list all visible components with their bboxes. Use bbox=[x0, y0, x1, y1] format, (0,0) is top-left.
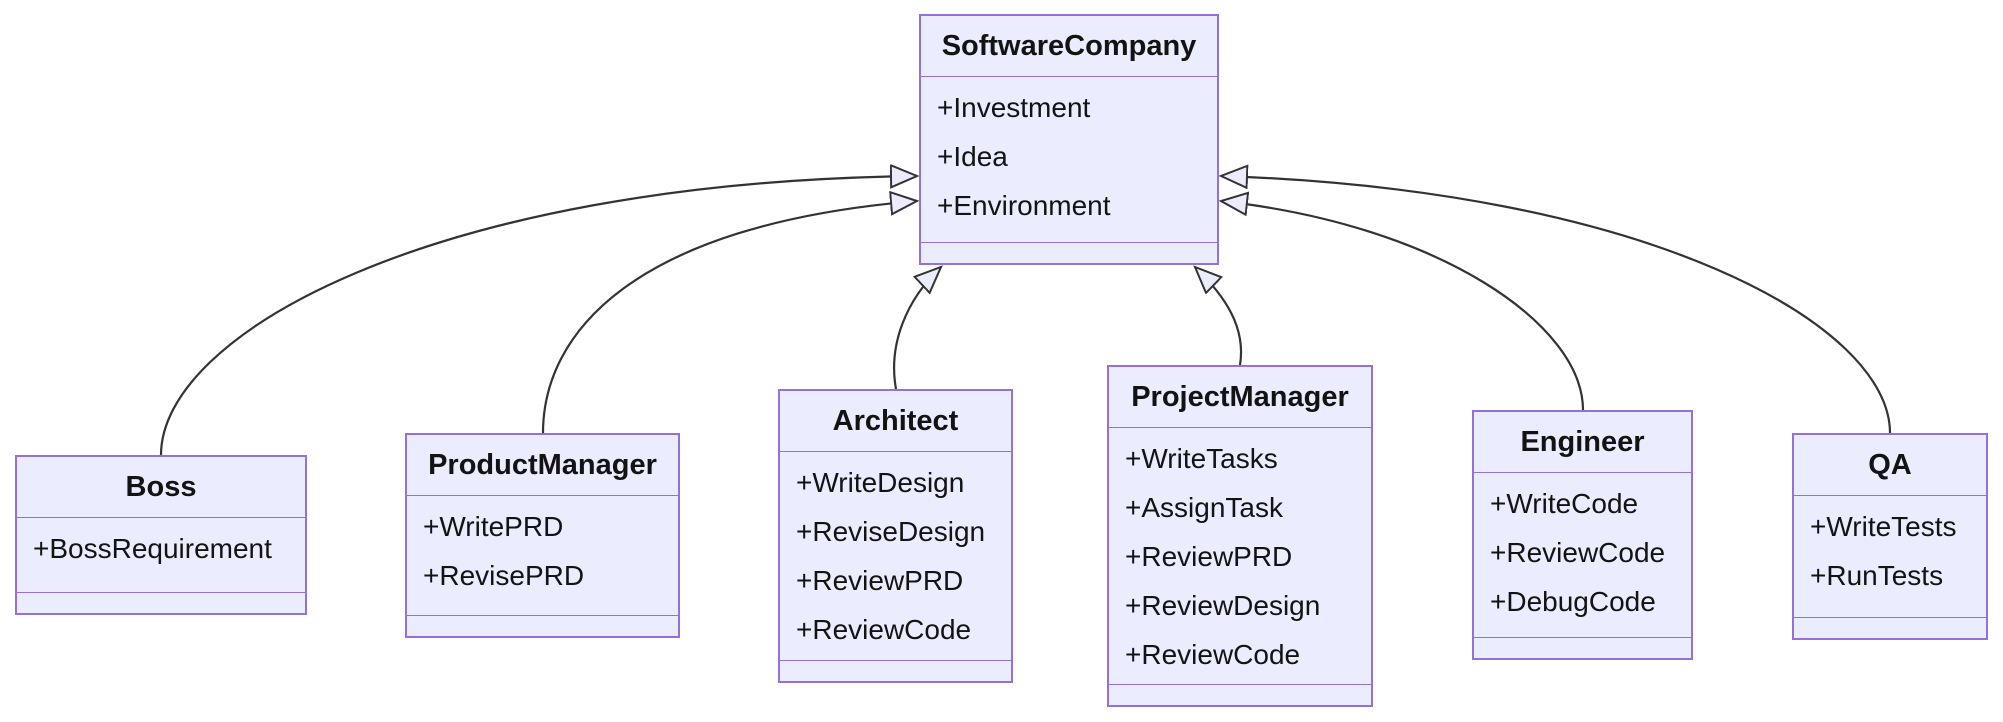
class-member: +ReviewDesign bbox=[1125, 590, 1321, 621]
class-box-engineer: Engineer +WriteCode +ReviewCode +DebugCo… bbox=[1472, 410, 1693, 660]
class-member: +ReviewPRD bbox=[796, 565, 964, 596]
class-box-softwarecompany: SoftwareCompany +Investment +Idea +Envir… bbox=[919, 14, 1219, 265]
class-members: +WriteTasks +AssignTask +ReviewPRD +Revi… bbox=[1109, 428, 1371, 685]
class-members: +WriteCode +ReviewCode +DebugCode bbox=[1474, 473, 1691, 638]
class-title: Boss bbox=[17, 457, 305, 518]
class-methods-empty-section bbox=[17, 593, 305, 613]
class-title: Engineer bbox=[1474, 412, 1691, 473]
class-member: +ReviewCode bbox=[1125, 639, 1301, 670]
class-member: +RevisePRD bbox=[423, 560, 585, 591]
class-member: +ReviewCode bbox=[796, 614, 972, 645]
class-member: +WriteDesign bbox=[796, 467, 965, 498]
class-box-architect: Architect +WriteDesign +ReviseDesign +Re… bbox=[778, 389, 1013, 683]
class-member: +WritePRD bbox=[423, 511, 564, 542]
class-member: +Idea bbox=[937, 141, 1008, 172]
class-members: +WritePRD +RevisePRD bbox=[407, 496, 678, 616]
class-title: ProjectManager bbox=[1109, 367, 1371, 428]
inheritance-edge-productmanager-softwarecompany bbox=[541, 201, 917, 434]
class-member: +DebugCode bbox=[1490, 586, 1656, 617]
class-box-qa: QA +WriteTests +RunTests bbox=[1792, 433, 1988, 640]
class-members: +WriteDesign +ReviseDesign +ReviewPRD +R… bbox=[780, 452, 1011, 661]
class-member: +Environment bbox=[937, 190, 1111, 221]
inheritance-edge-qa-softwarecompany bbox=[1221, 176, 1892, 434]
class-title: QA bbox=[1794, 435, 1986, 496]
class-member: +WriteTasks bbox=[1125, 443, 1278, 474]
class-methods-empty-section bbox=[1474, 638, 1691, 658]
class-member: +ReviseDesign bbox=[796, 516, 986, 547]
class-methods-empty-section bbox=[1109, 685, 1371, 705]
inheritance-edge-boss-softwarecompany bbox=[159, 176, 917, 456]
class-box-boss: Boss +BossRequirement bbox=[15, 455, 307, 615]
class-methods-empty-section bbox=[780, 661, 1011, 681]
class-member: +Investment bbox=[937, 92, 1091, 123]
class-box-projectmanager: ProjectManager +WriteTasks +AssignTask +… bbox=[1107, 365, 1373, 707]
class-box-productmanager: ProductManager +WritePRD +RevisePRD bbox=[405, 433, 680, 638]
inheritance-edge-engineer-softwarecompany bbox=[1221, 201, 1585, 411]
class-member: +WriteTests bbox=[1810, 511, 1957, 542]
class-member: +ReviewCode bbox=[1490, 537, 1666, 568]
class-title: Architect bbox=[780, 391, 1011, 452]
class-member: +WriteCode bbox=[1490, 488, 1639, 519]
class-members: +WriteTests +RunTests bbox=[1794, 496, 1986, 618]
class-methods-empty-section bbox=[921, 243, 1217, 263]
class-member: +AssignTask bbox=[1125, 492, 1283, 523]
class-title: SoftwareCompany bbox=[921, 16, 1217, 77]
class-members: +Investment +Idea +Environment bbox=[921, 77, 1217, 243]
inheritance-edge-projectmanager-softwarecompany bbox=[1195, 267, 1243, 366]
inheritance-edge-architect-softwarecompany bbox=[893, 267, 941, 390]
class-member: +ReviewPRD bbox=[1125, 541, 1293, 572]
class-member: +BossRequirement bbox=[33, 533, 272, 564]
class-members: +BossRequirement bbox=[17, 518, 305, 593]
class-member: +RunTests bbox=[1810, 560, 1944, 591]
class-methods-empty-section bbox=[1794, 618, 1986, 638]
class-methods-empty-section bbox=[407, 616, 678, 636]
class-title: ProductManager bbox=[407, 435, 678, 496]
